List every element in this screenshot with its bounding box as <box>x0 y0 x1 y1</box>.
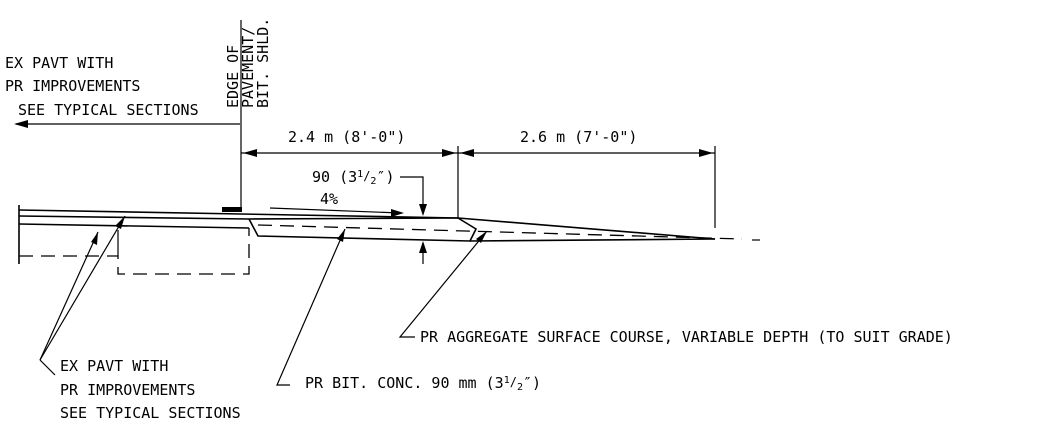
depth-dimension-leader <box>400 176 427 264</box>
width-dimension <box>241 146 716 228</box>
depth-label-prefix: 90 (3 <box>312 168 357 186</box>
pavement-section <box>18 205 760 275</box>
ex-pavt-leaders <box>39 215 126 376</box>
svg-text:PR BIT. CONC. 90 mm (31/2″): PR BIT. CONC. 90 mm (31/2″) <box>305 374 541 393</box>
edge-of-pavement-label: EDGE OF PAVEMENT/ BIT. SHLD. <box>224 18 272 108</box>
slope-label: 4% <box>320 190 338 208</box>
bit-conc-frac-num: 1 <box>504 375 510 386</box>
bit-conc-note: PR BIT. CONC. 90 mm (31/2″) <box>305 374 541 393</box>
top-note-line-2: PR IMPROVEMENTS <box>5 77 140 95</box>
bit-conc-frac-den: 2 <box>517 382 523 393</box>
top-note-arrow <box>14 120 240 128</box>
width-2-label: 2.6 m (7'-0") <box>520 128 637 146</box>
aggregate-note: PR AGGREGATE SURFACE COURSE, VARIABLE DE… <box>420 328 953 346</box>
depth-label-suffix: ″) <box>376 168 394 186</box>
aggregate-leader <box>398 230 488 338</box>
svg-text:90 (31/2″): 90 (31/2″) <box>312 168 395 187</box>
width-1-label: 2.4 m (8'-0") <box>288 128 405 146</box>
bottom-note-line-3: SEE TYPICAL SECTIONS <box>60 404 241 422</box>
depth-frac-den: 2 <box>370 176 376 187</box>
top-note-line-3: SEE TYPICAL SECTIONS <box>18 101 199 119</box>
edge-label-line-1: EDGE OF <box>224 45 242 108</box>
edge-label-line-2: PAVEMENT/ <box>239 27 257 108</box>
bit-conc-leader <box>276 228 346 386</box>
top-note-line-1: EX PAVT WITH <box>5 54 113 72</box>
edge-label-line-3: BIT. SHLD. <box>254 18 272 108</box>
bottom-note-line-2: PR IMPROVEMENTS <box>60 381 195 399</box>
bit-conc-prefix: PR BIT. CONC. 90 mm (3 <box>305 374 504 392</box>
bit-conc-suffix: ″) <box>523 374 541 392</box>
depth-frac-num: 1 <box>357 169 363 180</box>
bottom-note-line-1: EX PAVT WITH <box>60 357 168 375</box>
depth-dimension-label: 90 (31/2″) <box>312 168 395 187</box>
slope-arrow <box>269 207 404 217</box>
